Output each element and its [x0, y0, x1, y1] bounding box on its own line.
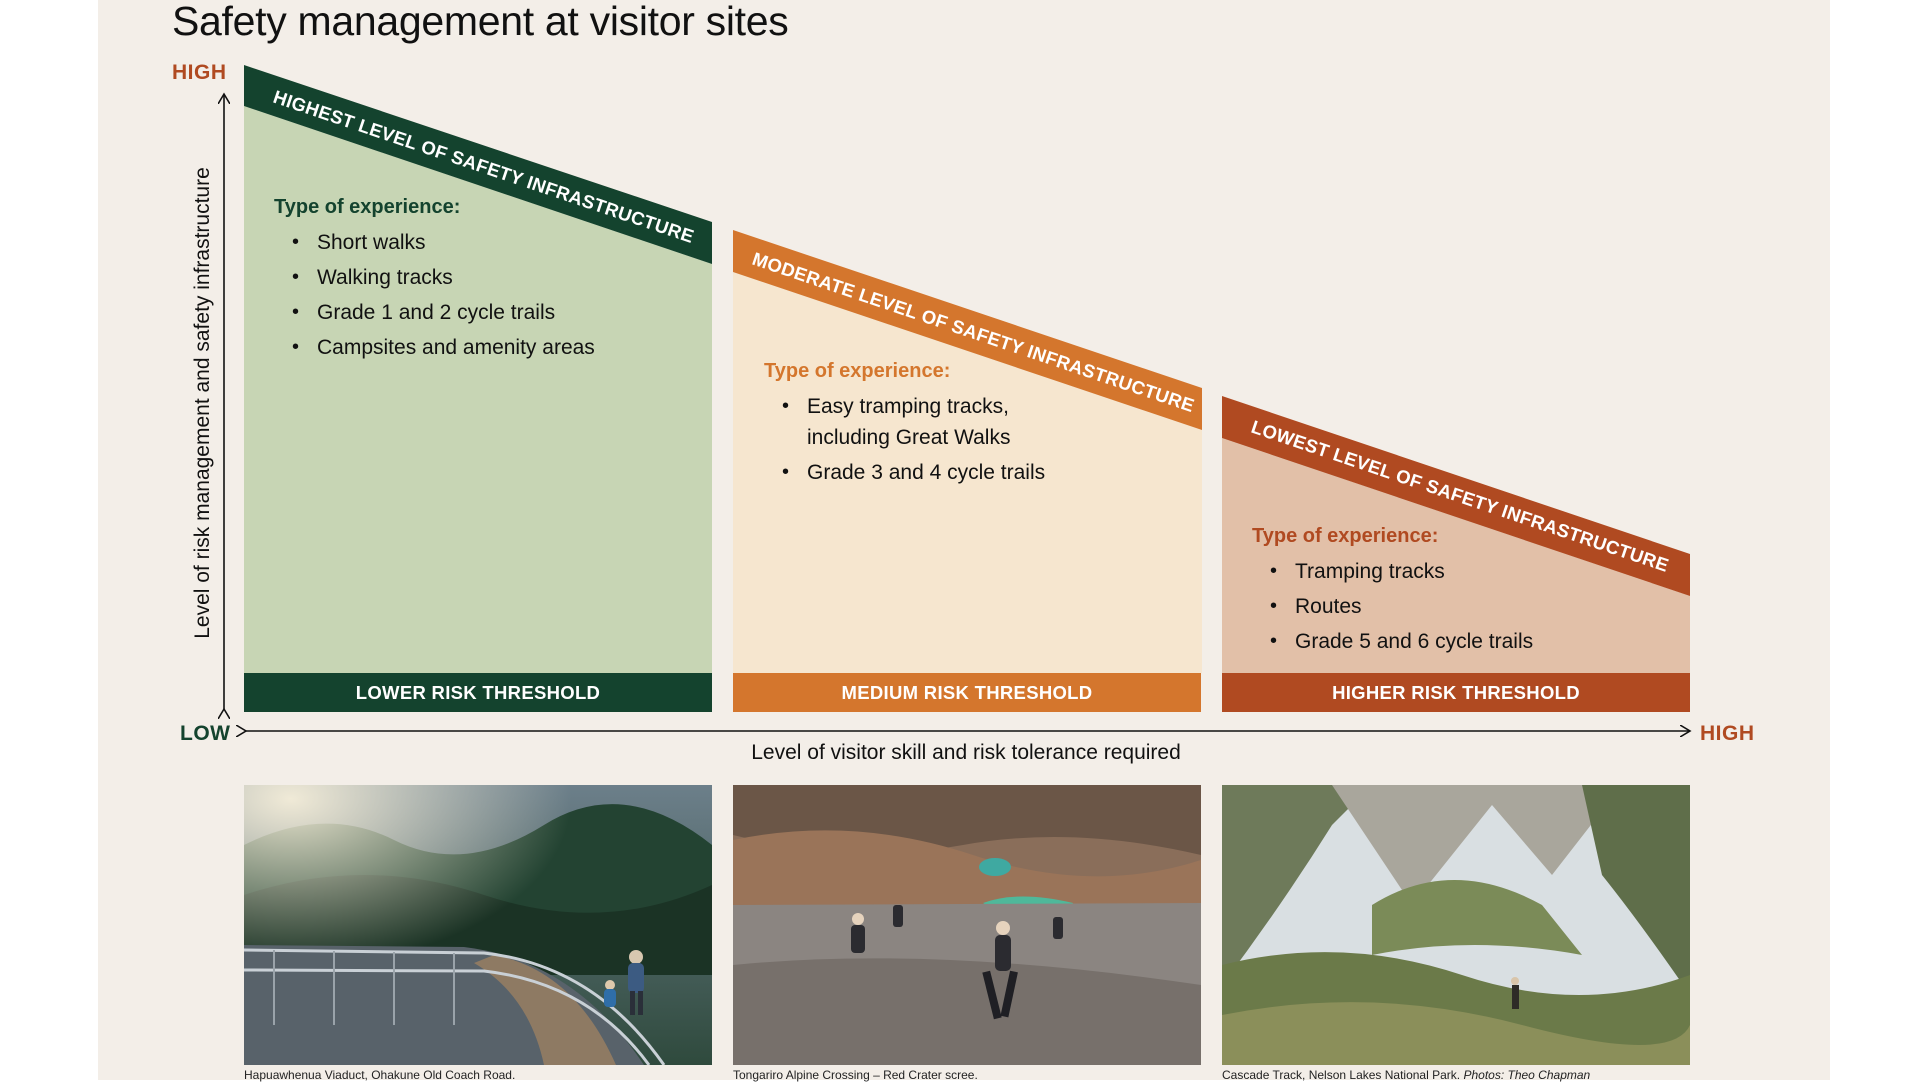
experience-heading: Type of experience:: [764, 360, 951, 382]
viaduct-photo: [244, 785, 712, 1065]
higher-risk-threshold-bar: HIGHER RISK THRESHOLD: [1222, 673, 1690, 712]
experience-item: Grade 5 and 6 cycle trails: [1252, 626, 1533, 657]
experience-item-line-2: including Great Walks: [807, 426, 1011, 449]
cascade-track-photo: [1222, 785, 1690, 1065]
experience-list-medium-risk: Type of experience: Easy tramping tracks…: [764, 360, 1045, 492]
lowest-infrastructure-band: [1222, 396, 1690, 596]
highest-infrastructure-band: [244, 65, 712, 264]
experience-item: Short walks: [274, 227, 595, 258]
moderate-infrastructure-band: [733, 230, 1202, 430]
experience-item: Walking tracks: [274, 262, 595, 293]
experience-item-line-1: Easy tramping tracks,: [807, 395, 1009, 418]
low-risk-wedge: [244, 106, 712, 673]
photo-caption-with-credit: Cascade Track, Nelson Lakes National Par…: [1222, 1068, 1590, 1083]
experience-heading: Type of experience:: [1252, 525, 1439, 547]
red-crater-photo: [733, 785, 1201, 1065]
experience-item: Campsites and amenity areas: [274, 332, 595, 363]
experience-list-low-risk: Type of experience: Short walks Walking …: [274, 196, 595, 367]
experience-item: Tramping tracks: [1252, 556, 1533, 587]
experience-item: Routes: [1252, 591, 1533, 622]
experience-list-high-risk: Type of experience: Tramping tracks Rout…: [1252, 525, 1533, 661]
x-axis-title: Level of visitor skill and risk toleranc…: [751, 741, 1181, 764]
x-axis-high-label: HIGH: [1700, 722, 1755, 745]
lower-risk-threshold-bar: LOWER RISK THRESHOLD: [244, 673, 712, 712]
photo-caption: Hapuawhenua Viaduct, Ohakune Old Coach R…: [244, 1068, 516, 1082]
photo-credit: Photos: Theo Chapman: [1463, 1068, 1591, 1082]
medium-risk-threshold-bar: MEDIUM RISK THRESHOLD: [733, 673, 1201, 712]
y-axis-high-label: HIGH: [172, 61, 227, 84]
photo-caption: Tongariro Alpine Crossing – Red Crater s…: [733, 1068, 978, 1082]
experience-item: Easy tramping tracks, including Great Wa…: [764, 391, 1045, 453]
experience-item: Grade 1 and 2 cycle trails: [274, 297, 595, 328]
experience-heading: Type of experience:: [274, 196, 461, 218]
page-title: Safety management at visitor sites: [172, 0, 789, 44]
y-axis-low-label: LOW: [180, 722, 231, 745]
experience-item: Grade 3 and 4 cycle trails: [764, 457, 1045, 488]
photo-caption-text: Cascade Track, Nelson Lakes National Par…: [1222, 1068, 1461, 1082]
